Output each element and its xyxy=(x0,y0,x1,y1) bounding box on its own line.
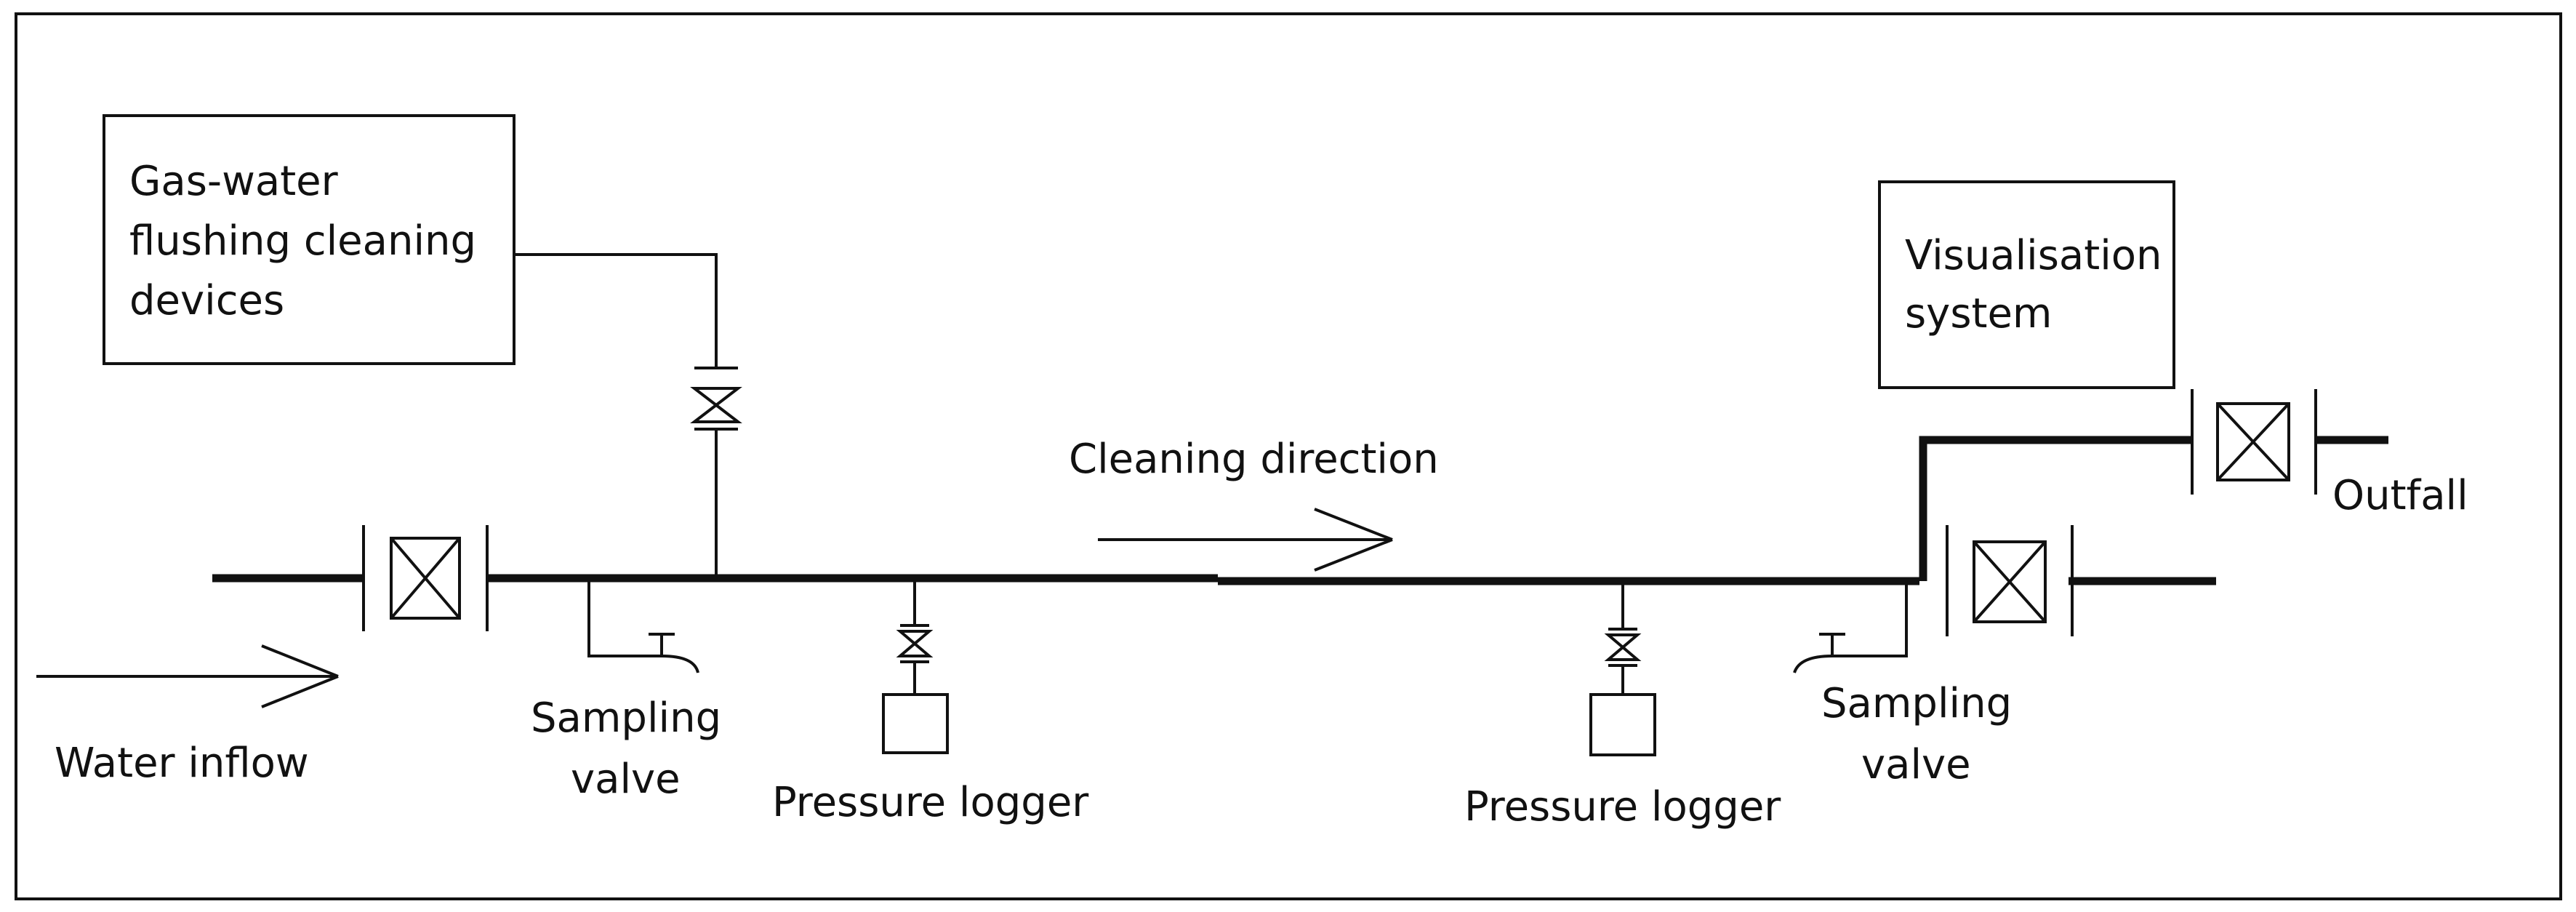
outfall-branch-pipe xyxy=(1919,436,2388,581)
visualisation-line-1: Visualisation xyxy=(1905,232,2162,279)
pressure-logger-left-label: Pressure logger xyxy=(772,779,1089,826)
sampling-valve-left-line-1: Sampling xyxy=(531,695,721,742)
cleaning-direction-arrow xyxy=(1098,508,1393,572)
main-pipe xyxy=(212,574,2216,585)
sampling-valve-left-symbol xyxy=(587,580,699,673)
inlet-valve xyxy=(362,525,489,631)
outlet-valve xyxy=(1946,525,2074,636)
cleaning-supply-valve xyxy=(690,367,742,431)
pressure-logger-left-symbol xyxy=(882,582,949,754)
outfall-valve xyxy=(2191,389,2317,495)
pressure-logger-right-label: Pressure logger xyxy=(1464,783,1781,831)
cleaning-direction-label: Cleaning direction xyxy=(1069,436,1439,483)
cleaning-devices-box: Gas-water flushing cleaning devices xyxy=(103,114,515,365)
visualisation-line-2: system xyxy=(1905,290,2052,337)
outfall-label: Outfall xyxy=(2332,472,2468,519)
sampling-valve-right-symbol xyxy=(1793,585,1908,673)
cleaning-devices-line-2: flushing cleaning xyxy=(129,217,476,265)
cleaning-devices-line-1: Gas-water xyxy=(129,158,339,205)
pressure-logger-right-symbol xyxy=(1589,585,1656,756)
water-inflow-label: Water inflow xyxy=(55,740,309,787)
sampling-valve-left-line-2: valve xyxy=(571,756,681,803)
sampling-valve-right-line-2: valve xyxy=(1861,741,1971,788)
sampling-valve-right-line-1: Sampling xyxy=(1821,680,2012,727)
cleaning-supply-line xyxy=(514,253,718,368)
outer-frame xyxy=(15,12,2562,900)
visualisation-system-box: Visualisation system xyxy=(1878,180,2175,389)
cleaning-devices-line-3: devices xyxy=(129,277,284,324)
water-inflow-arrow xyxy=(36,644,339,708)
